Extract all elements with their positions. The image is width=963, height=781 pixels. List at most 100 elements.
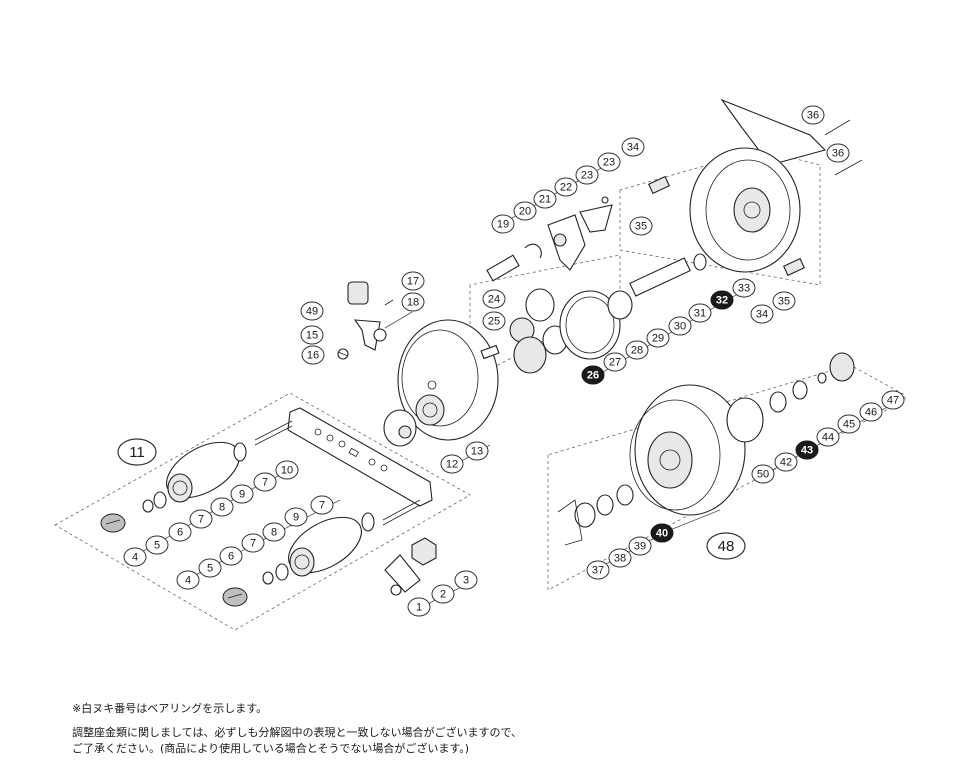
part-label-oval xyxy=(710,290,734,310)
part-label-oval xyxy=(608,548,632,568)
part-label-text: 7 xyxy=(198,514,204,526)
washer-note-line2: ご了承ください。(商品により使用している場合とそうでない場合がございます。) xyxy=(72,742,470,755)
part-label-34: 34 xyxy=(621,137,645,157)
part-label-text: 4 xyxy=(132,552,138,564)
part-label-text: 34 xyxy=(627,142,639,154)
part-label-oval xyxy=(431,584,455,604)
part-label-oval xyxy=(465,441,489,461)
part-label-7: 7 xyxy=(253,472,277,492)
part-label-text: 43 xyxy=(801,445,813,457)
part-label-33: 33 xyxy=(732,278,756,298)
part-label-19: 19 xyxy=(491,214,515,234)
handle-arm xyxy=(254,407,433,526)
part-label-4: 4 xyxy=(176,570,200,590)
assembly-label-text: 48 xyxy=(718,538,735,555)
part-label-26: 26 xyxy=(581,365,605,385)
part-label-47: 47 xyxy=(881,390,905,410)
part-label-8: 8 xyxy=(262,522,286,542)
part-label-3: 3 xyxy=(454,570,478,590)
part-label-oval xyxy=(189,509,213,529)
part-label-oval xyxy=(401,271,425,291)
part-label-oval xyxy=(837,414,861,434)
part-label-text: 13 xyxy=(471,446,483,458)
part-label-text: 40 xyxy=(656,528,668,540)
part-label-21: 21 xyxy=(533,189,557,209)
part-label-oval xyxy=(881,390,905,410)
part-label-oval xyxy=(168,522,192,542)
part-label-oval xyxy=(482,311,506,331)
part-label-oval xyxy=(621,137,645,157)
part-label-31: 31 xyxy=(688,303,712,323)
part-label-text: 36 xyxy=(807,110,819,122)
part-label-oval xyxy=(230,484,254,504)
bearing-note: ※白ヌキ番号はベアリングを示します。 xyxy=(72,702,268,715)
part-label-4: 4 xyxy=(123,547,147,567)
part-label-32: 32 xyxy=(710,290,734,310)
part-label-text: 19 xyxy=(497,219,509,231)
part-label-text: 42 xyxy=(780,457,792,469)
part-label-23: 23 xyxy=(575,165,599,185)
part-label-text: 5 xyxy=(207,563,213,575)
part-label-6: 6 xyxy=(219,546,243,566)
part-label-text: 33 xyxy=(738,283,750,295)
part-label-37: 37 xyxy=(586,560,610,580)
side-plate xyxy=(397,319,500,441)
part-label-oval xyxy=(533,189,557,209)
part-label-text: 9 xyxy=(293,512,299,524)
part-label-text: 45 xyxy=(843,419,855,431)
part-label-oval xyxy=(774,452,798,472)
part-label-30: 30 xyxy=(668,316,692,336)
part-label-40: 40 xyxy=(650,523,674,543)
part-label-oval xyxy=(801,105,825,125)
part-label-text: 25 xyxy=(488,316,500,328)
part-label-text: 7 xyxy=(262,477,268,489)
part-label-42: 42 xyxy=(774,452,798,472)
part-label-22: 22 xyxy=(554,177,578,197)
part-label-oval xyxy=(262,522,286,542)
part-label-17: 17 xyxy=(401,271,425,291)
part-label-9: 9 xyxy=(230,484,254,504)
part-label-oval xyxy=(859,402,883,422)
part-label-text: 39 xyxy=(634,541,646,553)
part-label-oval xyxy=(310,495,334,515)
part-label-36: 36 xyxy=(826,143,850,163)
part-label-text: 28 xyxy=(631,345,643,357)
part-number-labels: 1234567897104567897121315161718491920212… xyxy=(123,105,905,617)
part-label-oval xyxy=(300,325,324,345)
part-label-34: 34 xyxy=(750,304,774,324)
assembly-label-text: 11 xyxy=(129,444,145,461)
part-label-text: 18 xyxy=(407,297,419,309)
part-label-oval xyxy=(751,464,775,484)
part-label-oval xyxy=(123,547,147,567)
part-label-text: 50 xyxy=(757,469,769,481)
part-label-text: 3 xyxy=(463,575,469,587)
part-label-24: 24 xyxy=(482,289,506,309)
drive-gear-parts xyxy=(486,196,707,374)
part-label-text: 35 xyxy=(778,296,790,308)
part-label-text: 10 xyxy=(281,465,293,477)
part-label-text: 31 xyxy=(694,308,706,320)
part-label-text: 49 xyxy=(306,306,318,318)
part-label-39: 39 xyxy=(628,536,652,556)
part-label-28: 28 xyxy=(625,340,649,360)
part-label-text: 1 xyxy=(416,602,422,614)
reel-frame xyxy=(647,98,863,277)
part-label-oval xyxy=(826,143,850,163)
part-label-5: 5 xyxy=(145,535,169,555)
part-label-oval xyxy=(650,523,674,543)
part-label-text: 17 xyxy=(407,276,419,288)
part-label-oval xyxy=(586,560,610,580)
part-label-18: 18 xyxy=(401,292,425,312)
part-label-45: 45 xyxy=(837,414,861,434)
part-label-oval xyxy=(275,460,299,480)
part-label-35: 35 xyxy=(629,216,653,236)
part-label-oval xyxy=(688,303,712,323)
click-parts xyxy=(337,281,394,360)
part-label-oval xyxy=(145,535,169,555)
handle-knob-upper xyxy=(100,441,247,533)
part-label-20: 20 xyxy=(513,201,537,221)
part-label-text: 26 xyxy=(587,370,599,382)
part-label-7: 7 xyxy=(310,495,334,515)
part-label-text: 35 xyxy=(635,221,647,233)
part-label-oval xyxy=(772,291,796,311)
